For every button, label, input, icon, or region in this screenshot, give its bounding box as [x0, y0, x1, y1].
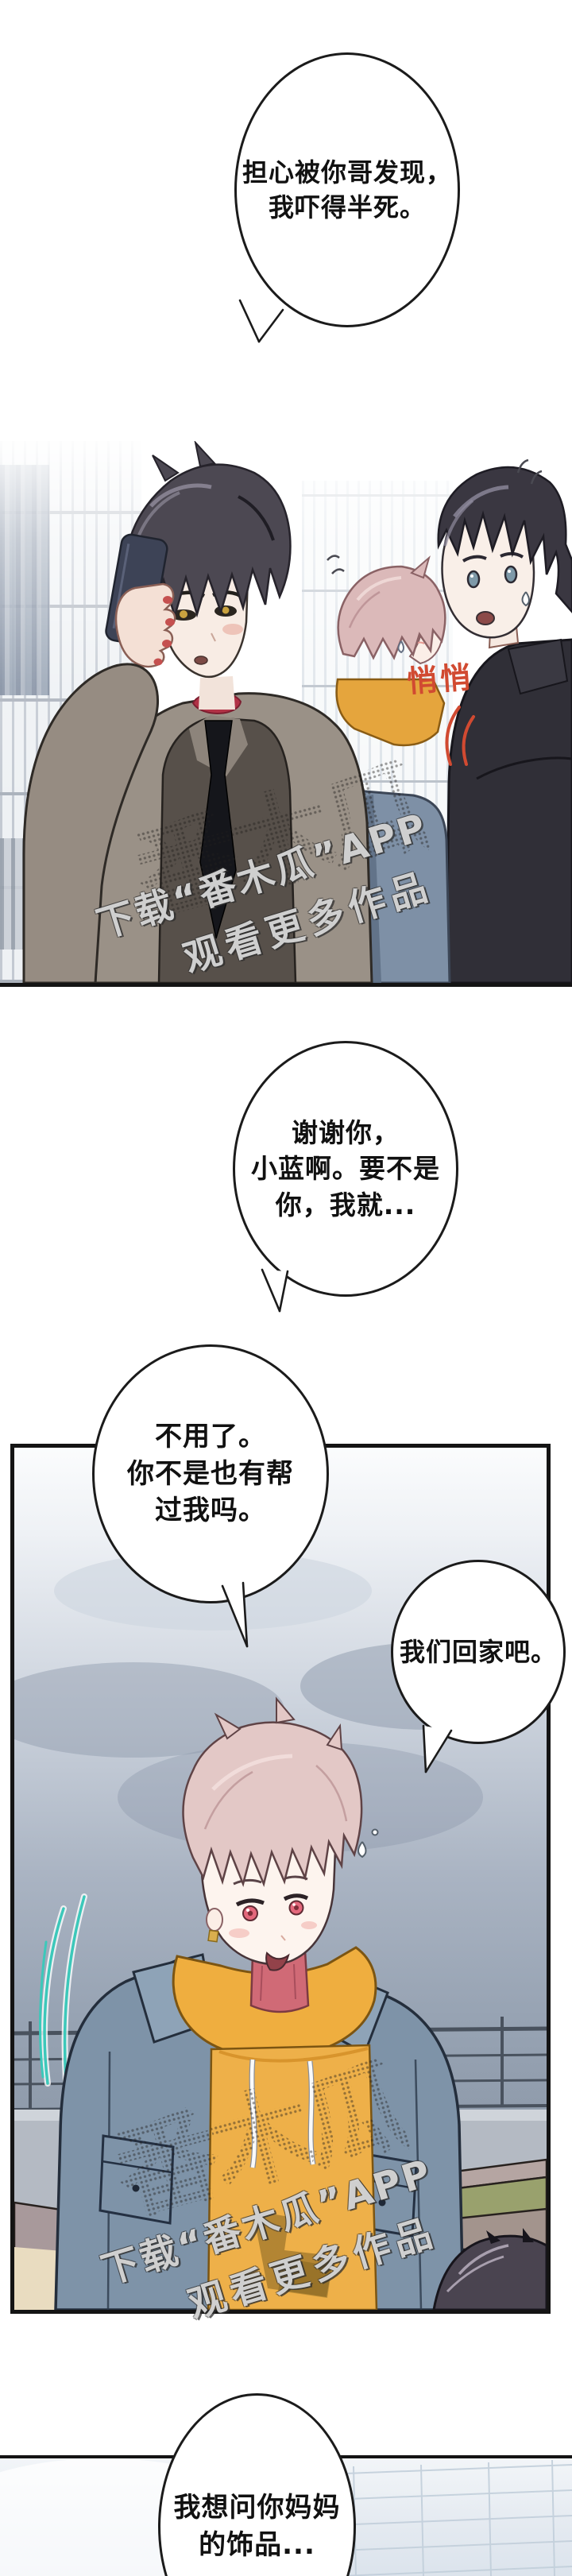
bubble-line: 过我吗。: [155, 1495, 266, 1527]
bubble-line: 不用了。: [155, 1420, 266, 1452]
sfx-text-sneak: 悄悄: [405, 659, 475, 699]
bubble-line: 我们回家吧。: [399, 1636, 557, 1667]
bubble-line: 的饰品...: [199, 2529, 315, 2561]
speech-bubble-2: 谢谢你， 小蓝啊。要不是 你，我就...: [233, 1041, 458, 1297]
flying-sweat-marks: [327, 555, 345, 574]
bubble-line: 担心被你哥发现，: [242, 157, 452, 188]
character-black-jacket-man: [437, 458, 572, 983]
speech-bubble-1: 担心被你哥发现， 我吓得半死。: [234, 52, 460, 327]
bubble-line: 你不是也有帮: [127, 1457, 294, 1490]
speech-bubble-3: 不用了。 你不是也有帮 过我吗。: [92, 1344, 329, 1603]
sneak-motion-lines: [445, 706, 475, 766]
bubble-line: 我想问你妈妈: [173, 2492, 341, 2524]
character-phone-man: [22, 441, 373, 983]
bubble-line: 小蓝啊。要不是: [251, 1153, 440, 1185]
bubble-line: 你，我就...: [275, 1189, 416, 1220]
bubble-line: 我吓得半死。: [268, 192, 426, 222]
character-head-bottom-right: [432, 2228, 547, 2310]
flying-sweat-marks: [516, 458, 543, 485]
panel1-characters-illustration: [22, 441, 572, 983]
character-pink-hair-front: [54, 1696, 465, 2310]
bubble-line: 谢谢你，: [292, 1116, 400, 1148]
panel-library-scene: [0, 441, 572, 987]
speech-bubble-5: 我想问你妈妈 的饰品...: [158, 2393, 356, 2576]
panel2-scene-illustration: [14, 1551, 547, 2310]
speech-bubble-4: 我们回家吧。: [391, 1560, 566, 1744]
